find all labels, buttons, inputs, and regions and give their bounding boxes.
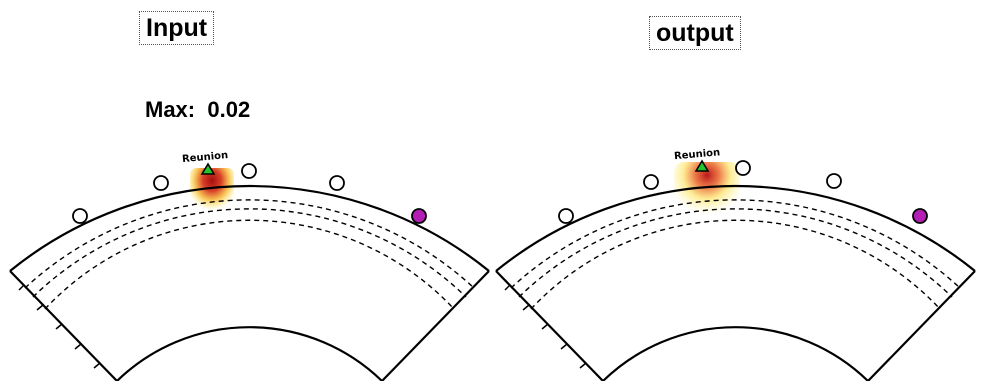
input-right-edge (381, 270, 490, 381)
output-dashed-layer-3 (530, 219, 941, 310)
output-station-marker[interactable] (735, 160, 751, 176)
output-cross-section: Reunion (495, 147, 976, 381)
output-core-arc (602, 326, 869, 381)
input-reunion-label: Reunion (182, 150, 229, 165)
input-station-marker[interactable] (241, 163, 257, 179)
max-label-text: Max: (145, 97, 196, 122)
output-left-edge (495, 270, 604, 381)
input-left-edge (9, 270, 118, 381)
input-reunion-triangle-icon[interactable] (200, 162, 216, 175)
output-purple-station-marker[interactable] (912, 208, 928, 224)
input-panel-title: Input (139, 11, 215, 45)
input-anomaly-heatmap (190, 168, 234, 218)
input-purple-station-marker[interactable] (411, 208, 427, 224)
max-value: 0.02 (207, 97, 251, 122)
output-reunion-label: Reunion (674, 147, 721, 162)
output-dashed-layer-1 (510, 199, 961, 289)
output-depth-ticks (504, 284, 587, 369)
input-core-arc (116, 326, 383, 381)
output-right-edge (867, 270, 976, 381)
output-station-marker[interactable] (558, 208, 574, 224)
output-station-marker[interactable] (826, 173, 842, 189)
output-station-marker[interactable] (643, 174, 659, 190)
output-surface-arc (495, 184, 976, 272)
input-dashed-layer-2 (32, 208, 467, 298)
max-value-label: Max: 0.02 (145, 97, 250, 123)
output-reunion-triangle-icon[interactable] (694, 159, 710, 172)
input-depth-ticks (18, 284, 101, 369)
input-dashed-layer-1 (24, 199, 475, 289)
output-dashed-layer-2 (518, 208, 953, 298)
input-station-marker[interactable] (153, 175, 169, 191)
input-cross-section: Reunion (9, 150, 490, 381)
output-panel-title: output (649, 16, 741, 50)
input-station-marker[interactable] (329, 175, 345, 191)
input-surface-arc (9, 184, 490, 272)
input-dashed-layer-3 (44, 219, 455, 310)
input-station-marker[interactable] (72, 208, 88, 224)
